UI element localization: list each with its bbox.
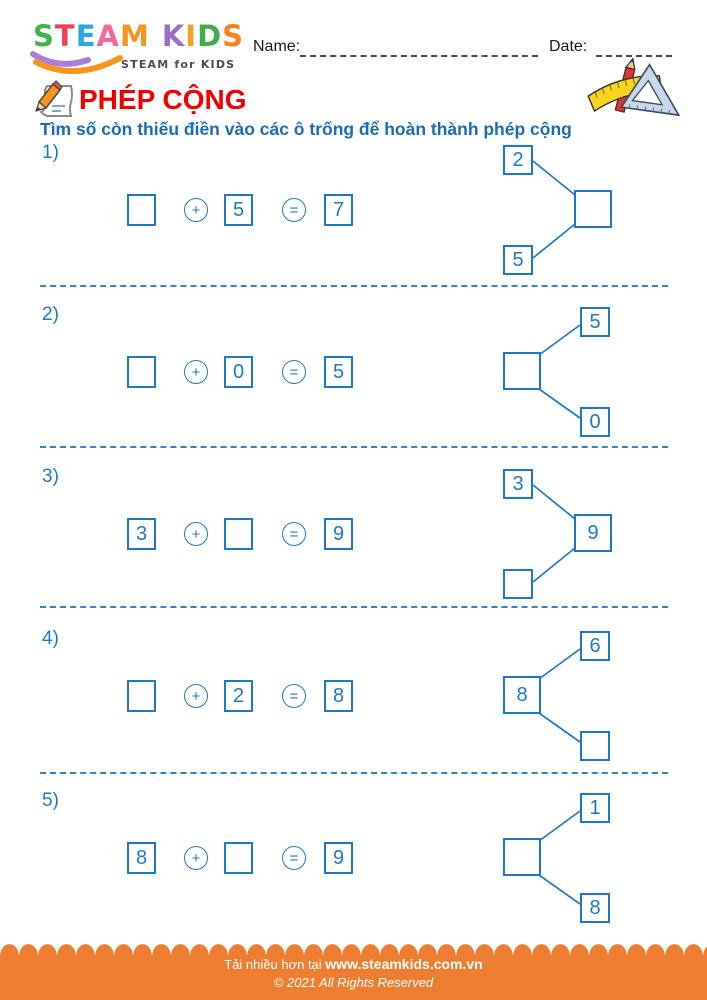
pencil-paper-icon: [35, 80, 73, 117]
logo-letter: A: [96, 19, 120, 53]
logo-letter: E: [75, 19, 97, 53]
problem-3: 3) 3 + = 9 3 9: [0, 464, 707, 614]
bond-lines: [538, 648, 581, 743]
equals-icon: =: [282, 684, 306, 708]
sum-box: 5: [324, 356, 353, 388]
addend2-box[interactable]: [224, 842, 253, 874]
logo-letter: I: [185, 19, 198, 53]
problem-number: 4): [42, 628, 59, 649]
instruction-text: Tìm số còn thiếu điền vào các ô trống để…: [40, 119, 572, 139]
logo-letter: K: [161, 19, 186, 53]
logo-letter: S: [222, 19, 245, 53]
addend2-box[interactable]: [224, 518, 253, 550]
footer-download-text: Tải nhiều hơn tại www.steamkids.com.vn: [0, 956, 707, 972]
plus-icon: +: [184, 360, 208, 384]
bond-lines: [532, 484, 576, 583]
plus-icon: +: [184, 684, 208, 708]
bond-part-top-box: 1: [580, 793, 610, 823]
equation: 8 + = 9: [127, 842, 357, 874]
bond-lines: [538, 324, 581, 419]
addend1-box[interactable]: [127, 194, 156, 226]
equation: + 5 = 7: [127, 194, 357, 226]
addend1-box[interactable]: [127, 356, 156, 388]
sum-box: 9: [324, 518, 353, 550]
bond-whole-box: 8: [503, 676, 541, 714]
sum-box: 7: [324, 194, 353, 226]
logo-swoosh-icon: [30, 51, 123, 74]
footer: [0, 955, 707, 1000]
plus-icon: +: [184, 198, 208, 222]
footer-more-text: Tải nhiều hơn tại: [224, 957, 322, 972]
footer-scallop-edge: [0, 944, 707, 956]
bond-lines: [532, 160, 576, 259]
bond-part-bottom-box[interactable]: [503, 569, 533, 599]
divider: [40, 606, 668, 608]
divider: [40, 285, 668, 287]
equation: + 0 = 5: [127, 356, 357, 388]
bond-lines: [538, 810, 581, 905]
number-bond: 3 9: [495, 467, 630, 602]
logo-letter: S: [33, 19, 55, 53]
plus-icon: +: [184, 522, 208, 546]
equation: + 2 = 8: [127, 680, 357, 712]
problem-2: 2) + 0 = 5 5 0: [0, 302, 707, 452]
problem-number: 3): [42, 466, 59, 487]
problem-number: 2): [42, 304, 59, 325]
divider: [40, 772, 668, 774]
addend1-box[interactable]: [127, 680, 156, 712]
sum-box: 9: [324, 842, 353, 874]
footer-site-link[interactable]: www.steamkids.com.vn: [325, 956, 483, 972]
problem-number: 5): [42, 790, 59, 811]
footer-copyright: © 2021 All Rights Reserved: [273, 975, 434, 990]
equals-icon: =: [282, 522, 306, 546]
equals-icon: =: [282, 360, 306, 384]
sum-box: 8: [324, 680, 353, 712]
number-bond: 6 8: [495, 629, 630, 764]
problem-5: 5) 8 + = 9 1 8: [0, 788, 707, 938]
name-field[interactable]: [300, 40, 538, 57]
page-title: PHÉP CỘNG: [79, 84, 247, 115]
number-bond: 1 8: [495, 791, 630, 926]
addend1-box: 3: [127, 518, 156, 550]
addend2-box: 0: [224, 356, 253, 388]
logo-letter: D: [197, 19, 223, 53]
equals-icon: =: [282, 198, 306, 222]
bond-whole-box[interactable]: [574, 190, 612, 228]
date-field[interactable]: [596, 40, 672, 57]
bond-part-bottom-box: 5: [503, 245, 533, 275]
addend2-box: 2: [224, 680, 253, 712]
logo-letter: M: [119, 19, 150, 53]
addend1-box: 8: [127, 842, 156, 874]
bond-whole-box: 9: [574, 514, 612, 552]
bond-part-top-box: 2: [503, 145, 533, 175]
bond-part-top-box: 3: [503, 469, 533, 499]
logo-tagline: STEAM for KIDS: [121, 58, 236, 71]
ruler-pencil-triangle-icon: [587, 57, 681, 117]
number-bond: 2 5: [495, 143, 630, 278]
bond-part-bottom-box: 0: [580, 407, 610, 437]
plus-icon: +: [184, 846, 208, 870]
equals-icon: =: [282, 846, 306, 870]
equation: 3 + = 9: [127, 518, 357, 550]
divider: [40, 446, 668, 448]
bond-whole-box[interactable]: [503, 352, 541, 390]
bond-part-bottom-box: 8: [580, 893, 610, 923]
problem-1: 1) + 5 = 7 2 5: [0, 140, 707, 290]
problem-number: 1): [42, 142, 59, 163]
problem-4: 4) + 2 = 8 6 8: [0, 626, 707, 776]
bond-whole-box[interactable]: [503, 838, 541, 876]
addend2-box: 5: [224, 194, 253, 226]
number-bond: 5 0: [495, 305, 630, 440]
bond-part-top-box: 6: [580, 631, 610, 661]
logo-letter: T: [54, 19, 76, 53]
date-label: Date:: [549, 38, 588, 55]
bond-part-bottom-box[interactable]: [580, 731, 610, 761]
name-label: Name:: [253, 38, 301, 55]
bond-part-top-box: 5: [580, 307, 610, 337]
